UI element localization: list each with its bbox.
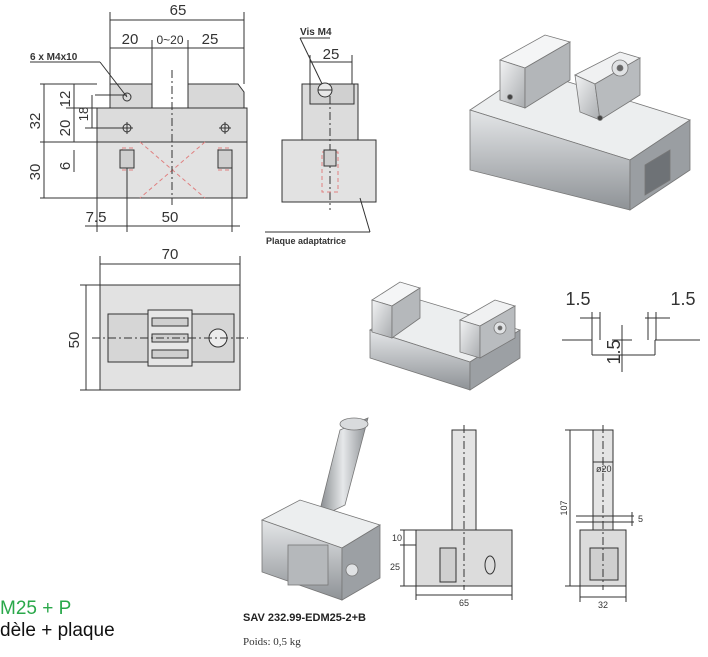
vise-photo-large [469,34,691,211]
holder-dim-107: 107 [559,500,569,515]
dim-50-side: 50 [66,332,83,349]
thread-note: 6 x M4x10 [30,52,78,63]
holder-dim-65: 65 [459,598,469,608]
dim-0-20: 0~20 [156,33,183,47]
detail-labels: 1.5 1.5 1.5 [565,289,695,365]
dim-20-side: 20 [57,120,74,137]
holder-dim-5: 5 [638,514,643,524]
dim-70: 70 [162,246,179,263]
holder-front-labels: 10 25 65 [390,533,469,608]
detail-depth-1-5: 1.5 [604,339,624,364]
top-view [80,256,248,391]
top-view-labels: 70 50 [66,246,178,348]
dim-20-top: 20 [122,31,139,48]
dim-65: 65 [170,2,187,19]
product-caption-line1: M25 + P [0,598,72,619]
holder-side-labels: ø20 107 5 32 [559,464,643,610]
holder-photo [261,417,381,601]
screw-label: Vis M4 [300,27,332,38]
side-view [265,37,377,233]
holder-dim-10: 10 [392,533,402,543]
holder-front [400,425,513,600]
dim-18: 18 [76,107,91,121]
front-view-labels: 65 20 0~20 25 6 x M4x10 32 12 18 20 30 6… [27,2,218,226]
side-view-labels: Vis M4 25 Plaque adaptatrice [266,27,346,246]
dim-12: 12 [57,91,74,108]
dim-50-bottom: 50 [162,209,179,226]
holder-dia-20: ø20 [596,464,612,474]
dim-25-top: 25 [202,31,219,48]
detail-view [562,312,700,372]
detail-left-1-5: 1.5 [565,289,590,309]
vise-photo-small [369,281,521,391]
dim-25-side: 25 [323,46,340,63]
product-caption-line2: dèle + plaque [0,620,115,641]
holder-side [565,425,634,602]
plate-label: Plaque adaptatrice [266,236,346,246]
holder-dim-25: 25 [390,562,400,572]
dim-7-5: 7.5 [86,209,107,226]
holder-dim-32: 32 [598,600,608,610]
dim-32: 32 [27,113,44,130]
product-reference: SAV 232.99-EDM25-2+B [243,612,366,624]
front-view [30,12,248,232]
detail-right-1-5: 1.5 [670,289,695,309]
dim-30: 30 [27,164,44,181]
dim-6: 6 [57,162,74,170]
product-weight: Poids: 0,5 kg [243,636,301,648]
